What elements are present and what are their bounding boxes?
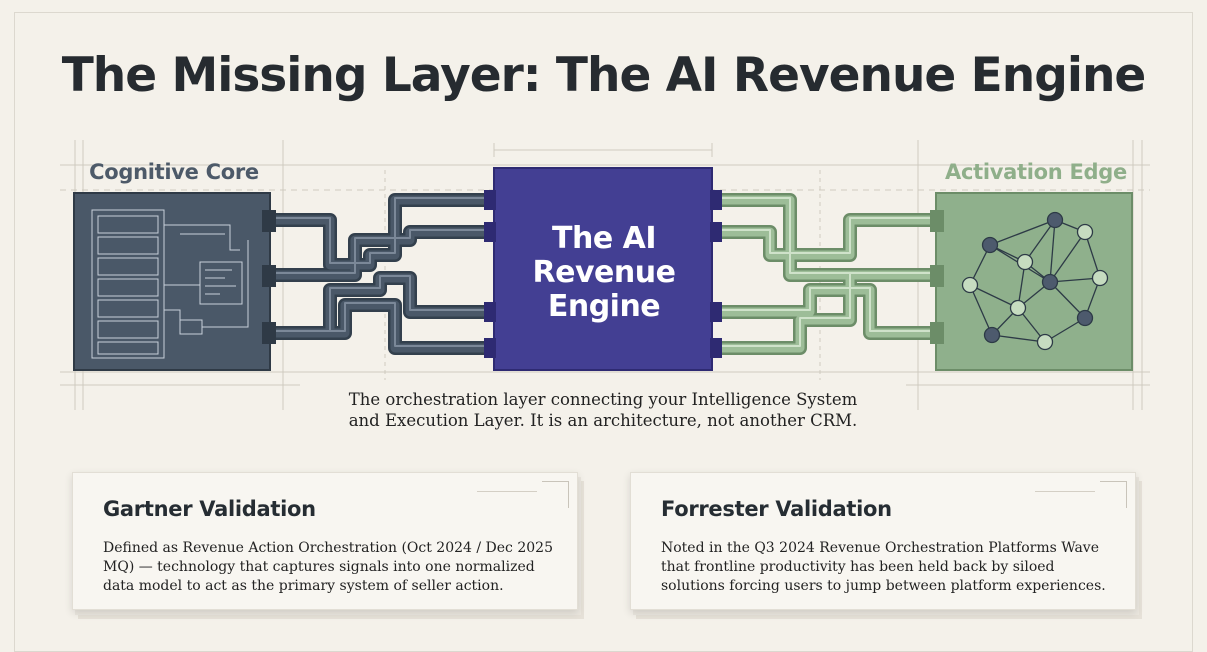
card-heading: Forrester Validation (661, 497, 892, 521)
activation-edge-node (930, 192, 1133, 371)
right-connectors (709, 193, 942, 355)
card-guide-line (1035, 491, 1095, 492)
caption-line: The orchestration layer connecting your … (348, 390, 858, 409)
guide-lines (60, 140, 1150, 410)
card-body: Defined as Revenue Action Orchestration … (103, 540, 553, 594)
revenue-engine-label-line: Revenue (532, 255, 676, 290)
cognitive-core-label: Cognitive Core (89, 160, 259, 184)
card-body: Noted in the Q3 2024 Revenue Orchestrati… (661, 540, 1106, 594)
pipe-right-2 (709, 213, 942, 262)
diagram-caption: The orchestration layer connecting your … (300, 389, 906, 431)
cognitive-core-node (73, 192, 276, 371)
revenue-engine-label: The AI Revenue Engine (494, 222, 714, 324)
forrester-validation-card: Forrester Validation Noted in the Q3 202… (630, 472, 1136, 610)
revenue-engine-label-line: Engine (547, 289, 661, 324)
page-title: The Missing Layer: The AI Revenue Engine (61, 48, 1147, 103)
revenue-engine-node (484, 167, 722, 371)
gartner-validation-card: Gartner Validation Defined as Revenue Ac… (72, 472, 578, 610)
card-corner-mark (542, 481, 569, 508)
revenue-engine-label-line: The AI (552, 221, 657, 256)
card-corner-mark (1100, 481, 1127, 508)
server-rack-icon (91, 209, 249, 359)
caption-line: and Execution Layer. It is an architectu… (348, 411, 858, 430)
left-connectors (268, 193, 497, 355)
network-graph-icon (961, 211, 1109, 351)
card-heading: Gartner Validation (103, 497, 316, 521)
card-guide-line (477, 491, 537, 492)
activation-edge-label: Activation Edge (945, 160, 1127, 184)
